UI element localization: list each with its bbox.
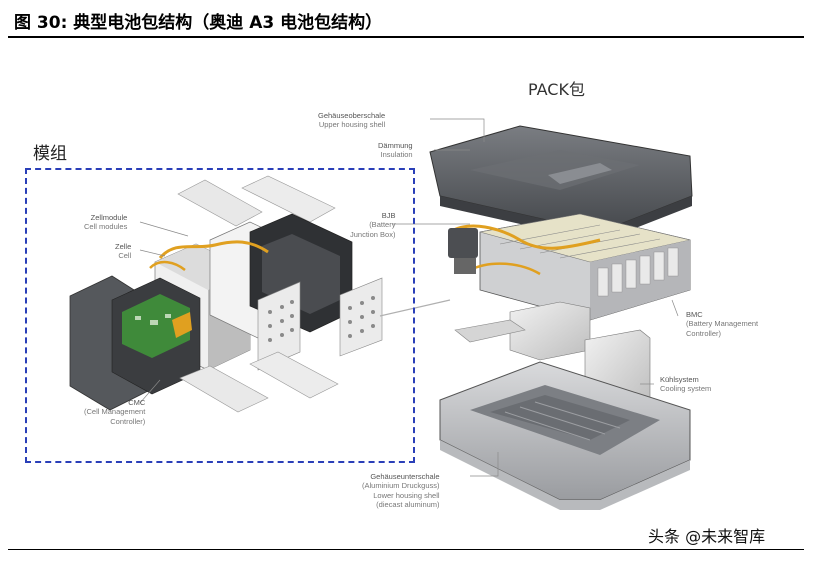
callout-lower-housing: Gehäuseunterschale (Aluminium Druckguss)… <box>362 472 440 510</box>
module-end-plates <box>257 277 383 371</box>
callout-bjb: BJB (Battery Junction Box) <box>350 211 395 239</box>
callout-lower-housing-de2: (Aluminium Druckguss) <box>362 481 440 491</box>
callout-cmc: CMC (Cell Management Controller) <box>84 398 145 426</box>
module-wiring <box>149 240 269 271</box>
callout-insulation-en: Insulation <box>380 150 413 160</box>
callout-cell-en: Cell <box>118 251 132 261</box>
callout-bmc: BMC (Battery Management Controller) <box>686 310 758 338</box>
bottom-rule <box>8 549 804 550</box>
callout-bmc-en1: (Battery Management <box>686 319 759 329</box>
callout-cmc-de: CMC <box>128 398 146 407</box>
callout-cooling-de: Kühlsystem <box>660 375 699 384</box>
lower-housing-tray <box>439 361 691 510</box>
callout-cell-modules-en: Cell modules <box>84 222 128 232</box>
callout-cell-modules: Zellmodule Cell modules <box>84 213 127 232</box>
callout-upper-housing: Gehäuseoberschale Upper housing shell <box>318 111 385 130</box>
callout-lower-housing-en1: Lower housing shell <box>373 490 440 500</box>
cmc-board <box>69 275 201 411</box>
callout-lower-housing-de: Gehäuseunterschale <box>370 472 440 481</box>
callout-cooling-en: Cooling system <box>660 384 712 394</box>
watermark: 头条 @未来智库 <box>648 527 766 546</box>
callout-bmc-en2: Controller) <box>686 328 722 338</box>
figure-title: 图 30: 典型电池包结构（奥迪 A3 电池包结构） <box>14 13 383 33</box>
callout-upper-housing-de: Gehäuseoberschale <box>318 111 386 120</box>
module-top-bars <box>177 175 336 227</box>
top-rule <box>8 36 804 38</box>
callout-cell: Zelle Cell <box>115 242 131 261</box>
leader-lines <box>139 118 679 477</box>
callout-bmc-de: BMC <box>686 310 703 319</box>
module-to-pack-line <box>379 299 451 317</box>
callout-bjb-en2: Junction Box) <box>350 229 396 239</box>
callout-bjb-en1: (Battery <box>369 220 396 230</box>
pack-label: PACK包 <box>528 80 585 99</box>
module-dashed-frame <box>25 168 415 463</box>
pack-cell-stack <box>448 213 691 321</box>
module-bottom-rails <box>179 351 339 413</box>
callout-cell-modules-de: Zellmodule <box>90 213 128 222</box>
callout-insulation: Dämmung Insulation <box>378 141 413 160</box>
callout-cmc-en1: (Cell Management <box>84 407 146 417</box>
callout-lower-housing-en2: (diecast aluminum) <box>376 500 440 510</box>
callout-cell-de: Zelle <box>115 242 132 251</box>
callout-insulation-de: Dämmung <box>378 141 413 150</box>
callout-cmc-en2: Controller) <box>110 416 146 426</box>
cooling-system-plates <box>454 301 651 409</box>
module-label: 模组 <box>33 144 67 164</box>
callout-upper-housing-en: Upper housing shell <box>318 120 386 130</box>
callout-bjb-de: BJB <box>381 211 396 220</box>
callout-cooling: Kühlsystem Cooling system <box>660 375 711 394</box>
